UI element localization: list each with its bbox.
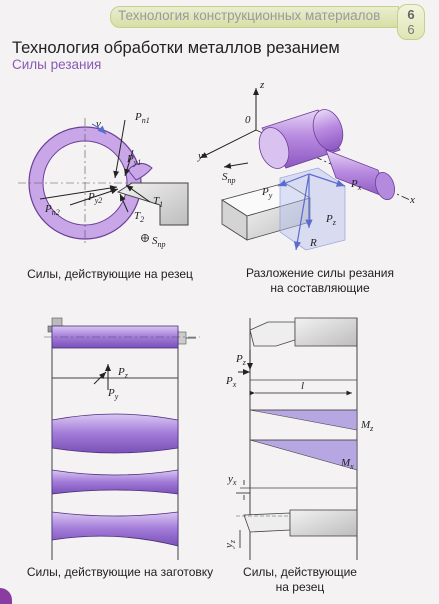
page-corner-mark (0, 588, 12, 604)
label-pz: Pz (235, 353, 247, 367)
label-t2: T2 (134, 210, 144, 224)
label-py1: Py1 (126, 153, 141, 167)
label-px: Px (225, 375, 237, 389)
r-arrow (293, 173, 310, 251)
px-arrow (308, 173, 346, 187)
label-y: y (197, 150, 203, 162)
panel-forces-on-tool-bending: Pz Px l Mz Mx yx yz (223, 317, 374, 560)
workpiece-tapered (51, 511, 179, 547)
page-title: Технология обработки металлов резанием (12, 39, 340, 57)
force-box (279, 167, 346, 251)
label-yz: yz (223, 539, 237, 549)
label-py: Py (107, 387, 119, 401)
label-origin: 0 (245, 114, 251, 126)
panel-force-decomposition: z 0 y x Sпр Py Px Pz R (197, 79, 415, 251)
workpiece-hourglass (51, 469, 179, 495)
tool-top (249, 321, 296, 347)
py-arrow (277, 173, 310, 187)
label-v: v (96, 118, 101, 130)
label-pn1: Pn1 (134, 111, 150, 125)
caption-tool-line2: на резец (275, 580, 325, 594)
py1-arrow (124, 149, 134, 177)
pn2-arrow (39, 185, 118, 200)
workpiece-barrel (51, 413, 179, 454)
page-number-top: 6 (407, 7, 415, 22)
tail-center (177, 331, 187, 345)
page-number-bottom: 6 (407, 22, 415, 37)
label-t1: T1 (153, 195, 163, 209)
shaft-end (258, 127, 290, 169)
caption-decomposition-line1: Разложение силы резания (246, 266, 394, 280)
label-snp: Sпр (152, 235, 166, 249)
label-mx: Mx (340, 457, 354, 471)
t1-arrow (125, 184, 151, 203)
label-l: l (301, 380, 304, 392)
label-z: z (259, 79, 265, 91)
label-r: R (309, 237, 317, 249)
chip (127, 163, 153, 181)
caption-forces-on-tool: Силы, действующие на резец (27, 267, 193, 281)
pn1-arrow (113, 119, 126, 179)
velocity-arrow (91, 123, 107, 135)
y-axis (199, 129, 257, 159)
panel-forces-on-workpiece: Pz Py (44, 317, 200, 560)
label-pz: Pz (325, 213, 337, 227)
caption-tool-line1: Силы, действующие (243, 565, 357, 579)
label-x: x (409, 194, 415, 206)
label-py: Py (261, 186, 273, 200)
label-py2: Py2 (87, 191, 102, 205)
caption-forces-on-workpiece: Силы, действующие на заготовку (26, 565, 214, 579)
t2-arrow (119, 193, 129, 213)
snp-arrow (223, 162, 249, 169)
py-arrow (93, 371, 107, 385)
running-title: Технология конструкционных материалов (118, 8, 381, 23)
label-mz: Mz (360, 419, 374, 433)
label-pn2: Pn2 (44, 203, 60, 217)
panel-forces-on-tool: v Pn1 Py1 Pn2 Py2 T1 T2 Sпр (18, 111, 189, 249)
cutting-tool (116, 182, 189, 226)
page-subtitle: Силы резания (12, 57, 102, 72)
label-px: Px (350, 178, 362, 192)
mz-diagram (249, 409, 358, 431)
py2-arrow (69, 188, 119, 206)
caption-decomposition-line2: на составляющие (270, 281, 370, 295)
label-snp: Sпр (222, 171, 236, 185)
label-pz: Pz (117, 366, 129, 380)
page-badge: 6 6 (397, 4, 425, 40)
label-yx: yx (227, 473, 237, 487)
